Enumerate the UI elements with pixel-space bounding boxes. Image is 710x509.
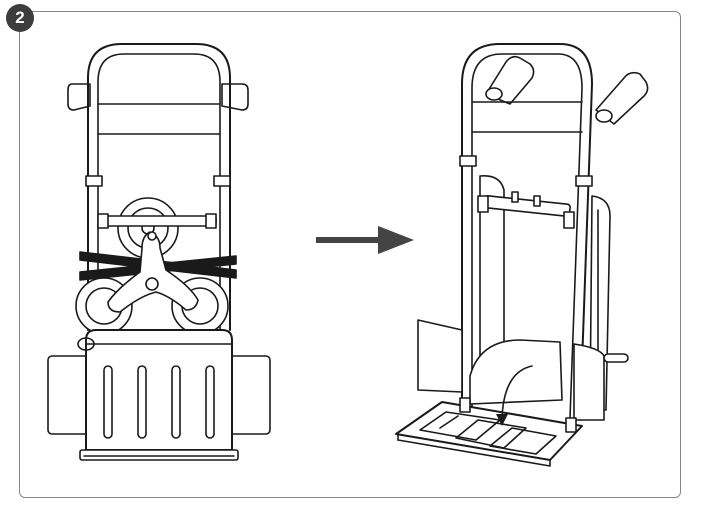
side-wing <box>417 319 463 393</box>
main-frame <box>87 43 231 331</box>
unfolding-hand-truck-icon <box>395 43 649 467</box>
main-frame <box>461 43 593 421</box>
step-frame <box>19 11 681 498</box>
right-arrow-icon <box>316 226 414 254</box>
right-handle <box>221 83 249 111</box>
rotate-arrow-icon <box>501 365 533 419</box>
axle-bar <box>99 215 217 227</box>
folded-nose-plate <box>85 329 233 451</box>
step-number-badge: 2 <box>6 4 34 32</box>
side-wing <box>573 343 605 421</box>
tri-star-bracket <box>107 231 199 313</box>
nose-plate <box>395 401 583 461</box>
folded-hand-truck-icon <box>47 43 271 461</box>
left-handle <box>67 83 91 111</box>
